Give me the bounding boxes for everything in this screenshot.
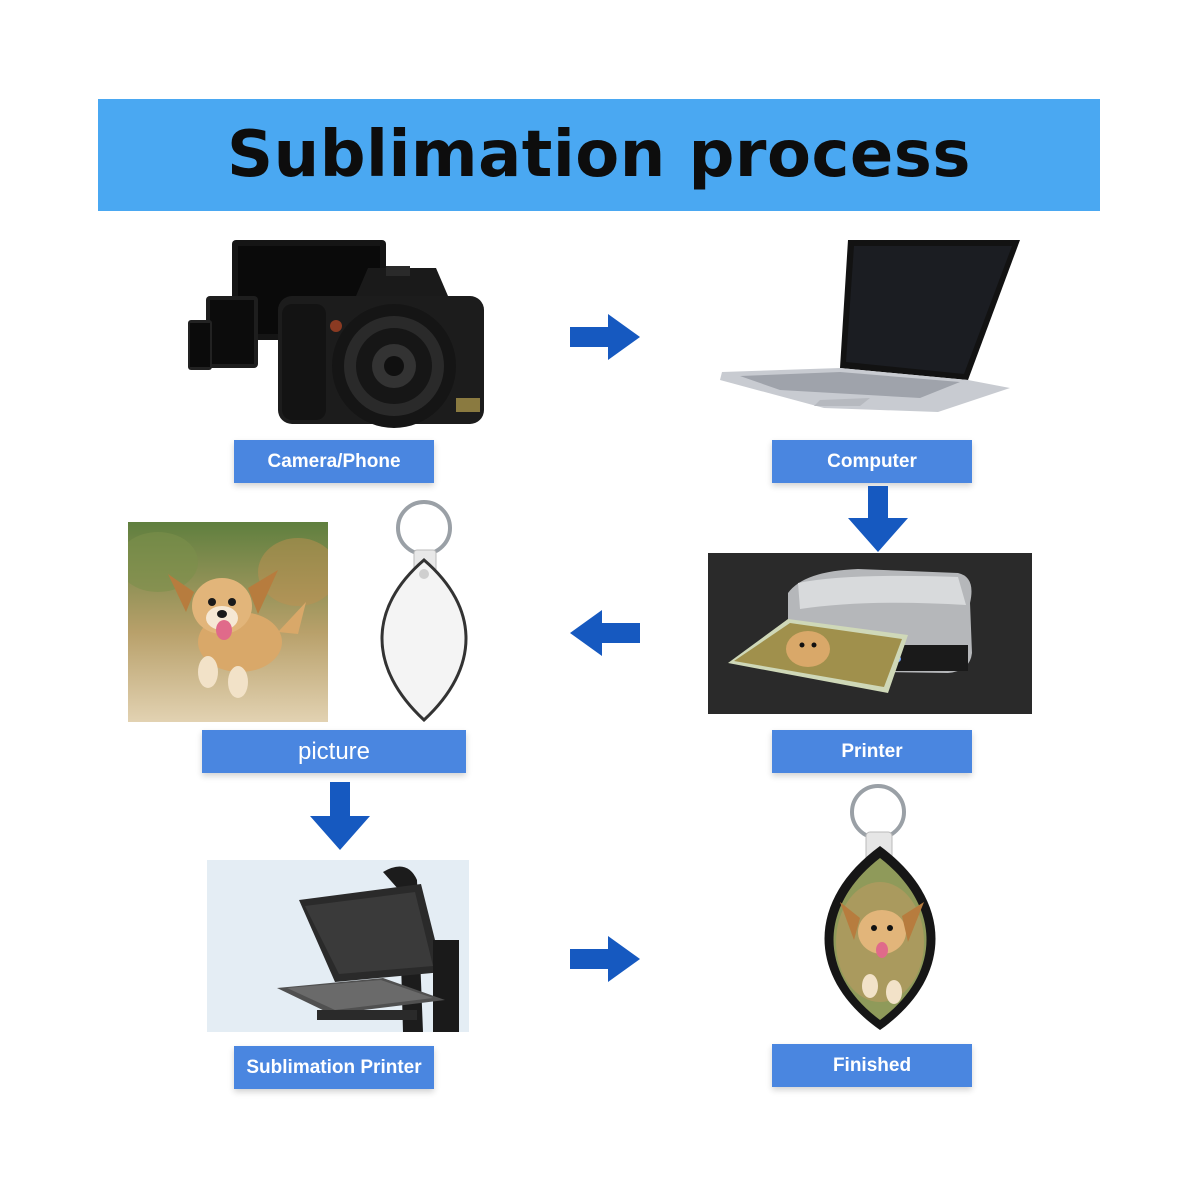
sublimation-printer-label: Sublimation Printer xyxy=(234,1046,434,1089)
finished-keychain-image xyxy=(820,782,950,1034)
laptop-image xyxy=(720,240,1020,412)
printer-label: Printer xyxy=(772,730,972,773)
camera-phone-label: Camera/Phone xyxy=(234,440,434,483)
computer-label: Computer xyxy=(772,440,972,483)
picture-label: picture xyxy=(202,730,466,773)
arrow-down-icon xyxy=(310,782,370,850)
page-title: Sublimation process xyxy=(227,118,971,192)
arrow-right-icon xyxy=(570,314,640,360)
heat-press-image xyxy=(207,860,469,1032)
arrow-right-icon xyxy=(570,936,640,982)
blank-keychain-image xyxy=(370,498,470,724)
printer-image xyxy=(708,553,1032,714)
title-banner: Sublimation process xyxy=(98,99,1100,211)
finished-label: Finished xyxy=(772,1044,972,1087)
arrow-down-icon xyxy=(848,486,908,552)
dog-photo-image xyxy=(128,522,328,722)
arrow-left-icon xyxy=(570,610,640,656)
camera-phone-image xyxy=(186,238,488,430)
